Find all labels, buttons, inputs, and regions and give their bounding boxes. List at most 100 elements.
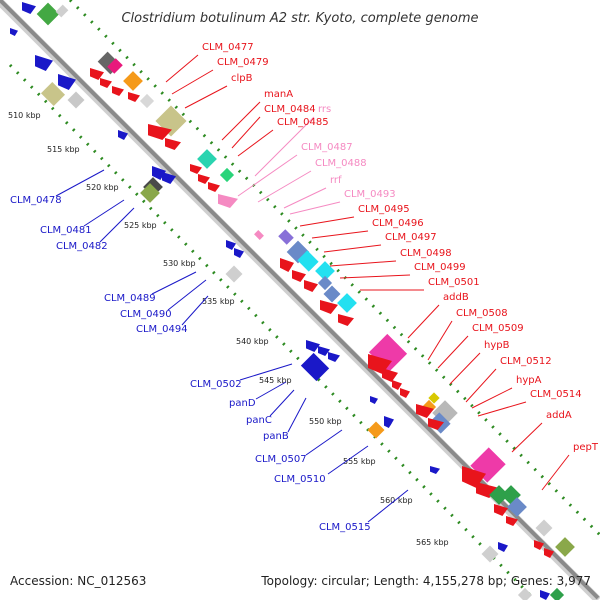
gene-feature[interactable] [370,396,378,404]
gene-label-reverse[interactable]: CLM_0478 [10,195,62,206]
gene-feature[interactable] [535,519,553,537]
gene-feature[interactable] [368,333,408,373]
gene-feature[interactable] [544,548,554,558]
gene-label-rna[interactable]: CLM_0487 [301,142,353,153]
gene-feature[interactable] [148,124,172,140]
gene-feature[interactable] [555,537,575,557]
gene-feature[interactable] [517,587,533,600]
gene-feature[interactable] [534,540,544,550]
gene-feature[interactable] [128,92,140,102]
gene-label-forward[interactable]: CLM_0496 [372,218,424,229]
gene-label-reverse[interactable]: CLM_0502 [190,379,242,390]
gene-feature[interactable] [337,293,357,313]
gene-feature[interactable] [328,352,340,362]
gene-feature[interactable] [317,275,333,291]
gene-feature[interactable] [430,466,440,474]
gene-label-forward[interactable]: CLM_0495 [358,204,410,215]
gene-feature[interactable] [428,392,440,404]
gene-feature[interactable] [234,248,244,258]
gene-feature[interactable] [112,86,124,96]
gene-label-forward[interactable]: CLM_0479 [217,57,269,68]
gene-label-reverse[interactable]: CLM_0510 [274,474,326,485]
gene-feature[interactable] [139,93,155,109]
gene-feature[interactable] [300,352,330,382]
gene-feature[interactable] [190,164,202,174]
gene-feature[interactable] [304,280,318,292]
gene-feature[interactable] [162,172,176,184]
gene-label-reverse[interactable]: panB [263,431,289,442]
gene-label-reverse[interactable]: panC [246,415,272,426]
gene-label-reverse[interactable]: CLM_0515 [319,522,371,533]
gene-feature[interactable] [428,418,444,430]
gene-feature[interactable] [55,4,69,18]
gene-feature[interactable] [35,55,53,71]
gene-feature[interactable] [318,346,330,356]
gene-feature[interactable] [400,388,410,398]
gene-feature[interactable] [494,504,508,516]
gene-feature[interactable] [278,229,294,245]
gene-feature[interactable] [225,265,243,283]
gene-feature[interactable] [367,421,385,439]
gene-feature[interactable] [123,71,143,91]
gene-feature[interactable] [320,300,338,314]
gene-feature[interactable] [100,78,112,88]
gene-label-forward[interactable]: clpB [231,73,253,84]
gene-label-forward[interactable]: CLM_0477 [202,42,254,53]
gene-feature[interactable] [392,380,402,390]
gene-label-forward[interactable]: CLM_0497 [385,232,437,243]
gene-label-forward[interactable]: CLM_0501 [428,277,480,288]
gene-label-reverse[interactable]: panD [229,398,256,409]
gene-label-reverse[interactable]: CLM_0490 [120,309,172,320]
gene-feature[interactable] [368,354,392,374]
gene-label-rna[interactable]: CLM_0488 [315,158,367,169]
gene-label-reverse[interactable]: CLM_0489 [104,293,156,304]
gene-feature[interactable] [382,368,398,382]
gene-label-reverse[interactable]: CLM_0507 [255,454,307,465]
gene-feature[interactable] [107,58,123,74]
gene-feature[interactable] [384,416,394,426]
gene-feature[interactable] [219,167,235,183]
gene-feature[interactable] [22,2,36,14]
gene-feature[interactable] [292,270,306,282]
gene-label-reverse[interactable]: CLM_0481 [40,225,92,236]
gene-label-forward[interactable]: CLM_0514 [530,389,582,400]
gene-feature[interactable] [498,542,508,552]
gene-feature[interactable] [198,174,210,184]
gene-label-forward[interactable]: hypA [516,375,542,386]
gene-label-forward[interactable]: addA [546,410,572,421]
gene-label-reverse[interactable]: CLM_0494 [136,324,188,335]
gene-feature[interactable] [58,74,76,90]
gene-label-forward[interactable]: CLM_0498 [400,248,452,259]
gene-label-forward[interactable]: CLM_0499 [414,262,466,273]
gene-feature[interactable] [416,404,434,418]
gene-feature[interactable] [489,485,509,505]
gene-feature[interactable] [315,261,335,281]
gene-feature[interactable] [36,2,60,26]
gene-feature[interactable] [280,258,294,272]
gene-feature[interactable] [462,466,486,488]
gene-label-rna[interactable]: rrf [330,175,342,186]
gene-feature[interactable] [254,230,264,240]
gene-feature[interactable] [197,149,217,169]
gene-feature[interactable] [118,130,128,140]
gene-feature[interactable] [481,545,499,563]
gene-label-forward[interactable]: CLM_0484 [264,104,316,115]
gene-feature[interactable] [549,587,565,600]
gene-label-forward[interactable]: addB [443,292,469,303]
gene-label-forward[interactable]: CLM_0485 [277,117,329,128]
gene-feature[interactable] [40,81,66,107]
gene-feature[interactable] [506,516,518,526]
gene-feature[interactable] [306,340,320,352]
gene-feature[interactable] [208,182,220,192]
gene-label-rna[interactable]: CLM_0493 [344,189,396,200]
gene-label-forward[interactable]: manA [264,89,293,100]
gene-label-forward[interactable]: CLM_0509 [472,323,524,334]
gene-label-forward[interactable]: hypB [484,340,510,351]
gene-feature[interactable] [67,91,85,109]
gene-feature[interactable] [297,250,319,272]
gene-label-rna[interactable]: rrs [318,104,331,115]
gene-feature[interactable] [338,314,354,326]
gene-feature[interactable] [507,497,527,517]
gene-feature[interactable] [140,183,160,203]
gene-label-forward[interactable]: pepT [573,442,599,453]
